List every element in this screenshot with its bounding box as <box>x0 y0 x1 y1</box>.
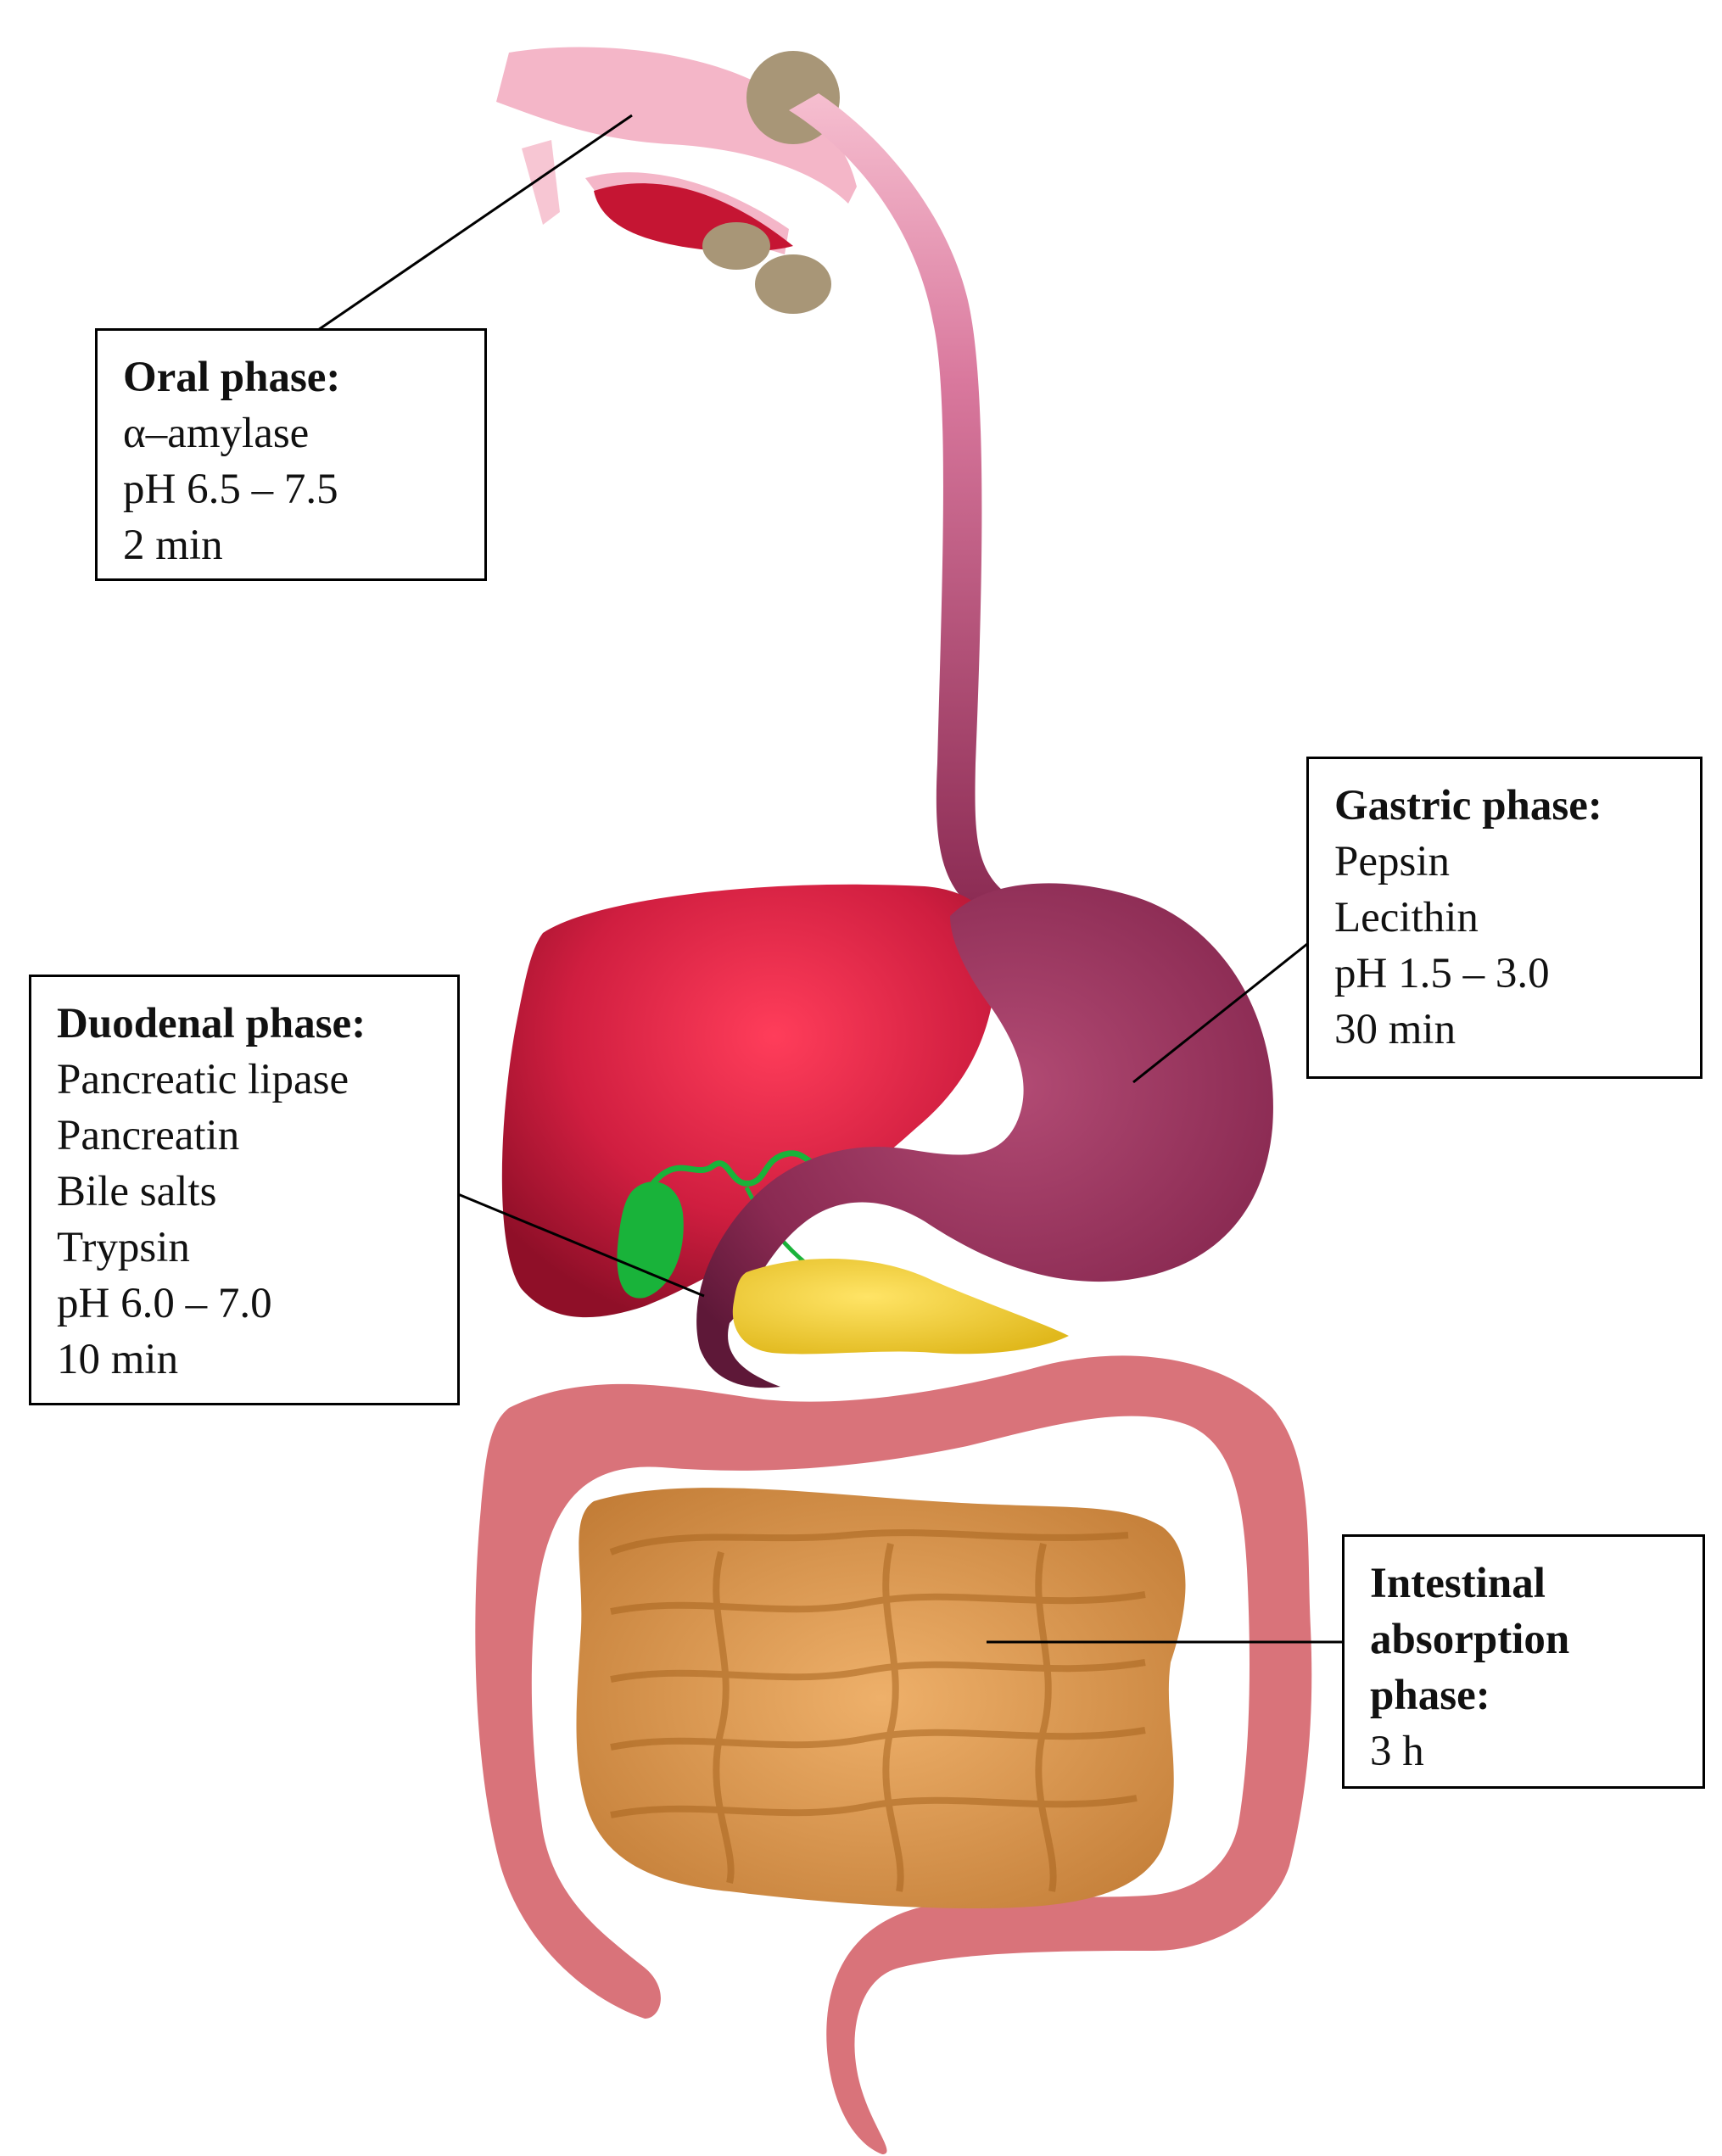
intestinal-title-line-1: Intestinal <box>1370 1560 1546 1607</box>
gastric-leader-line <box>1132 942 1308 1084</box>
duodenal-lipase: Pancreatic lipase <box>57 1056 349 1103</box>
leader-lines <box>317 114 1342 1644</box>
large-intestine <box>475 1355 1312 2154</box>
small-intestine <box>576 1488 1186 1908</box>
intestinal-duration: 3 h <box>1370 1728 1424 1775</box>
duodenal-pancreatin: Pancreatin <box>57 1112 240 1159</box>
esophagus <box>789 93 1014 916</box>
gastric-phase-callout: Gastric phase: Pepsin Lecithin pH 1.5 – … <box>1306 757 1702 1079</box>
oral-leader-line <box>317 114 633 332</box>
pancreas <box>732 1258 1069 1354</box>
oral-ph: pH 6.5 – 7.5 <box>123 466 338 513</box>
mouth <box>496 47 857 254</box>
intestinal-phase-callout: Intestinal absorption phase: 3 h <box>1342 1534 1705 1789</box>
duodenal-ph: pH 6.0 – 7.0 <box>57 1280 272 1327</box>
duodenal-trypsin: Trypsin <box>57 1224 190 1271</box>
gastric-ph: pH 1.5 – 3.0 <box>1334 950 1550 997</box>
intestinal-title-line-3: phase: <box>1370 1672 1490 1719</box>
intestinal-title-line-2: absorption <box>1370 1616 1570 1663</box>
oral-duration: 2 min <box>123 522 223 569</box>
gastric-phase-title: Gastric phase: <box>1334 782 1602 829</box>
oral-phase-callout: Oral phase: α–amylase pH 6.5 – 7.5 2 min <box>95 328 487 581</box>
oral-phase-title: Oral phase: <box>123 354 341 401</box>
stomach <box>696 883 1273 1388</box>
duodenal-bile-salts: Bile salts <box>57 1168 217 1215</box>
duodenal-phase-title: Duodenal phase: <box>57 1000 366 1047</box>
oral-enzyme: α–amylase <box>123 410 310 457</box>
duodenal-duration: 10 min <box>57 1336 179 1383</box>
gastric-duration: 30 min <box>1334 1006 1456 1053</box>
gastric-lecithin: Lecithin <box>1334 894 1479 941</box>
gastric-enzyme: Pepsin <box>1334 838 1451 885</box>
duodenal-leader-line <box>457 1193 705 1298</box>
duodenal-phase-callout: Duodenal phase: Pancreatic lipase Pancre… <box>29 975 460 1405</box>
